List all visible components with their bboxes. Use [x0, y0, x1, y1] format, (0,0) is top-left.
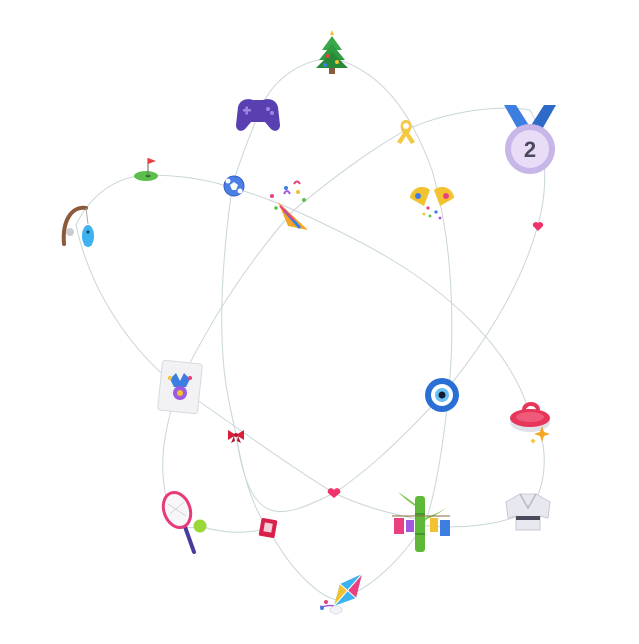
- confetti-ball-icon: [410, 186, 454, 220]
- curling-stone-icon: [510, 402, 550, 432]
- sparkles-icon: [530, 426, 550, 444]
- soccer-ball-icon: [223, 175, 245, 197]
- svg-text:2: 2: [524, 137, 536, 162]
- orbit-curve: [75, 174, 179, 388]
- game-controller-icon: [236, 99, 280, 131]
- orbit-curve: [221, 187, 339, 601]
- orbit-curve: [331, 57, 453, 531]
- tennis-icon: [161, 491, 207, 554]
- kite-icon: [319, 573, 363, 615]
- orbit-curve: [144, 174, 295, 211]
- ribbon-bow-icon: [228, 430, 244, 443]
- orbit-curve: [293, 107, 546, 226]
- fishing-pole-icon: [61, 205, 94, 247]
- red-heart-icon: [532, 222, 544, 231]
- party-popper-icon: [270, 180, 308, 230]
- nazar-amulet-icon: [425, 378, 459, 412]
- reminder-ribbon-icon: [397, 120, 415, 144]
- orbit-curve: [235, 224, 539, 512]
- red-heart-icon: [327, 488, 341, 498]
- orbit-curve: [293, 209, 531, 416]
- framed-picture-icon: [258, 517, 278, 539]
- orbit-curve: [199, 525, 269, 533]
- joker-card-icon: [157, 359, 203, 415]
- flag-in-hole-icon: [134, 158, 158, 181]
- martial-arts-uniform-icon: [505, 493, 551, 531]
- christmas-tree-icon: [316, 30, 348, 74]
- orbit-curve: [177, 386, 421, 521]
- tanabata-tree-icon: [392, 492, 450, 552]
- second-place-medal-icon: 2: [504, 105, 556, 174]
